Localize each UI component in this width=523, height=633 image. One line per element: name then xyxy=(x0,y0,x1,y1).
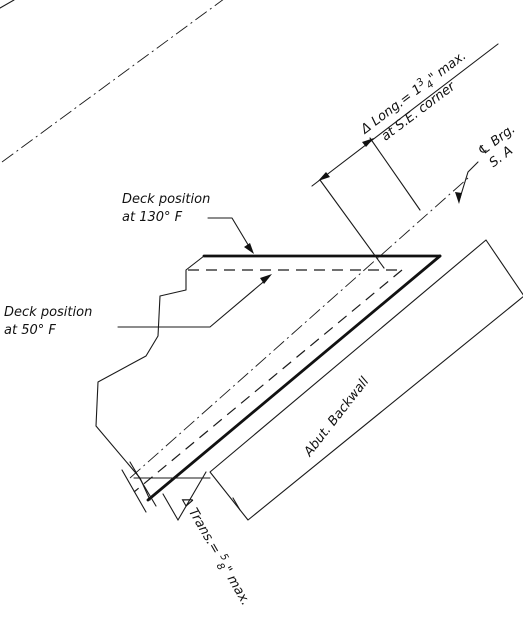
backwall-break-tick xyxy=(232,497,241,511)
label-deck-position-130f-line2: at 130° F xyxy=(122,210,183,225)
upper-left-centerline xyxy=(1,0,224,163)
delta-long-arrow-1 xyxy=(318,172,330,181)
leader-50f-arrowhead xyxy=(260,274,272,284)
delta-long-dim-line xyxy=(311,43,499,187)
delta-trans-ext-1 xyxy=(129,461,157,507)
label-deck-position-50f-line1: Deck position xyxy=(4,305,92,320)
label-deck-position-50f-line2: at 50° F xyxy=(4,323,56,338)
delta-long-label-group: Δ Long.= 134" max. at S.E. corner xyxy=(358,48,470,144)
deck-broken-edge xyxy=(95,255,205,501)
bearing-label-group: ℄ Brg. S. A xyxy=(475,122,518,171)
delta-long-ext-1 xyxy=(319,179,385,269)
bearing-centerline xyxy=(129,177,469,479)
corner-stub xyxy=(0,0,15,9)
bearing-leader-arrowhead xyxy=(455,192,462,204)
label-delta-trans: Δ Trans.= 58" max. xyxy=(176,493,254,610)
delta-trans-leader xyxy=(177,471,207,521)
leader-130f xyxy=(207,217,251,249)
deck-edge-130f-skew xyxy=(146,254,442,502)
delta-trans-ext-2 xyxy=(121,469,147,513)
leader-130f-arrowhead xyxy=(244,243,254,254)
delta-trans-ext-3 xyxy=(162,493,179,521)
delta-long-ext-2 xyxy=(369,137,421,211)
leader-50f xyxy=(117,277,269,328)
label-deck-position-130f-line1: Deck position xyxy=(122,192,210,207)
abutment-backwall xyxy=(209,239,523,521)
deck-edge-50f-skew xyxy=(133,269,403,493)
bearing-leader xyxy=(459,161,479,199)
delta-long-arrow-2 xyxy=(362,138,374,147)
